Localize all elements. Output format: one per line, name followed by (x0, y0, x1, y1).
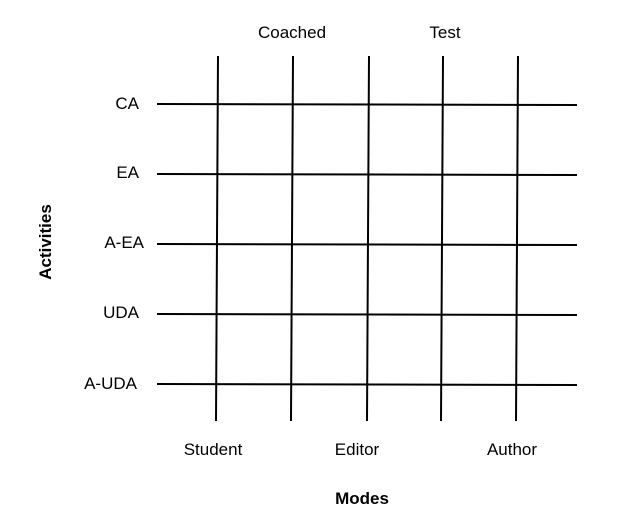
horizontal-line-a-uda (156, 383, 578, 386)
vertical-line-5 (515, 55, 519, 422)
row-label-a-ea: A-EA (104, 233, 144, 252)
horizontal-line-uda (156, 313, 578, 316)
row-label-ea: EA (116, 163, 139, 182)
horizontal-line-ca (156, 103, 578, 106)
row-label-uda: UDA (103, 303, 140, 322)
y-axis-title: Activities (36, 204, 55, 280)
vertical-lines (215, 55, 519, 422)
row-label-a-uda: A-UDA (84, 374, 138, 393)
vertical-line-2 (290, 55, 294, 422)
horizontal-line-ea (156, 173, 578, 176)
top-label-test: Test (429, 23, 460, 42)
bottom-label-student: Student (184, 440, 243, 459)
bottom-label-editor: Editor (335, 440, 380, 459)
horizontal-line-a-ea (156, 243, 578, 246)
vertical-line-3 (366, 55, 370, 422)
horizontal-lines (156, 103, 578, 386)
top-label-coached: Coached (258, 23, 326, 42)
vertical-line-4 (440, 55, 444, 422)
row-label-ca: CA (115, 94, 139, 113)
vertical-line-1 (215, 55, 219, 422)
bottom-label-author: Author (487, 440, 537, 459)
x-axis-title: Modes (335, 489, 389, 508)
